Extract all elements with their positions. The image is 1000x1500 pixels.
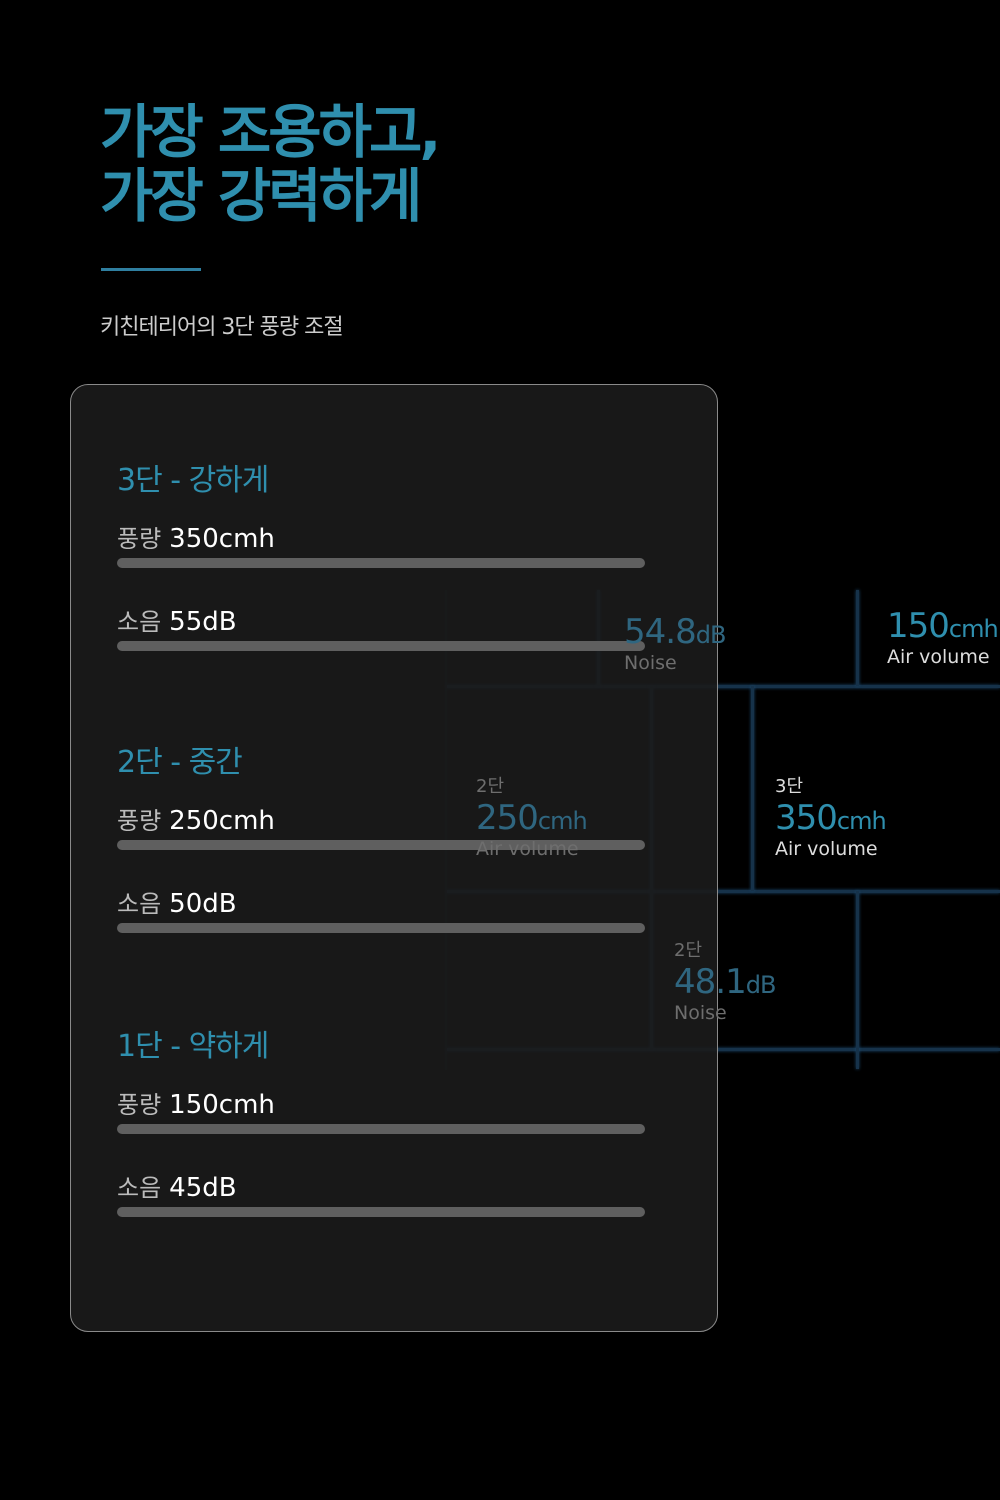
- noise-label: 소음: [117, 608, 162, 636]
- noise-value: 45dB: [169, 1173, 237, 1203]
- noise-value: 50dB: [169, 889, 237, 919]
- grid-line: [447, 1048, 1000, 1051]
- air-value: 250cmh: [169, 806, 275, 836]
- air-volume-cell: 150cmh Air volume: [887, 606, 999, 668]
- noise-bar: [117, 641, 645, 651]
- air-value: 150cmh: [169, 1090, 275, 1120]
- air-volume-cell: 2단 250cmh Air volume: [476, 776, 588, 860]
- air-label: 풍량: [117, 525, 162, 553]
- grid-line: [751, 686, 754, 891]
- title-line-2: 가장 강력하게: [100, 162, 422, 230]
- air-bar: [117, 558, 645, 568]
- title-line-1: 가장 조용하고,: [100, 98, 441, 166]
- air-label: 풍량: [117, 1091, 162, 1119]
- air-bar: [117, 1124, 645, 1134]
- noise-label: 소음: [117, 1174, 162, 1202]
- air-bar: [117, 840, 645, 850]
- air-value: 350cmh: [169, 524, 275, 554]
- level-title: 1단 - 약하게: [117, 1029, 269, 1064]
- air-volume-cell-highlight: 3단 350cmh Air volume: [775, 776, 887, 860]
- grid-line: [447, 890, 1000, 893]
- air-label: 풍량: [117, 807, 162, 835]
- level-title: 3단 - 강하게: [117, 463, 269, 498]
- grid-line: [856, 590, 859, 686]
- noise-bar: [117, 1207, 645, 1217]
- noise-value: 55dB: [169, 607, 237, 637]
- level-title: 2단 - 중간: [117, 745, 243, 780]
- noise-label: 소음: [117, 890, 162, 918]
- subtitle: 키친테리어의 3단 풍량 조절: [100, 315, 344, 340]
- noise-cell: 54.8dB Noise: [624, 612, 726, 674]
- grid-line: [856, 891, 859, 1069]
- grid-line: [447, 685, 1000, 688]
- page-title: 가장 조용하고, 가장 강력하게: [100, 98, 441, 230]
- noise-cell: 2단 48.1dB Noise: [674, 940, 776, 1024]
- noise-bar: [117, 923, 645, 933]
- divider: [101, 268, 201, 271]
